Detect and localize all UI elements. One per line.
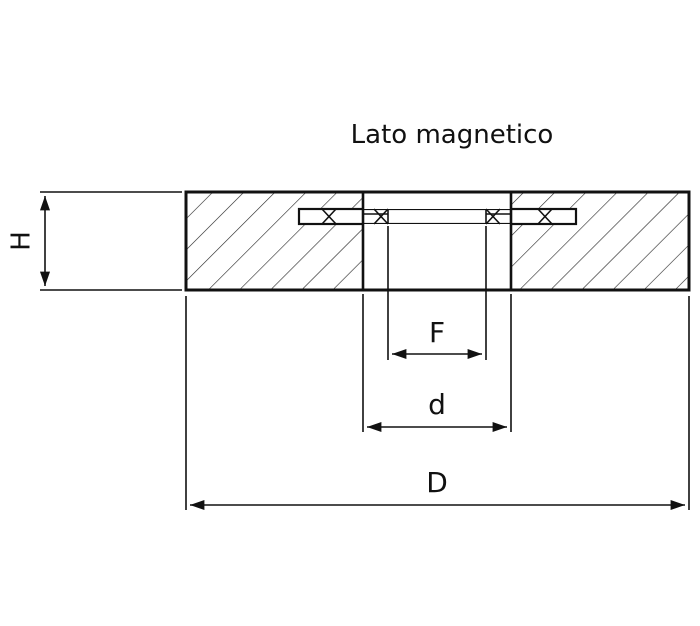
dimension-h-label: H: [7, 231, 37, 251]
magnet-cross-section: [184, 190, 691, 292]
dimension-f-label: F: [429, 316, 445, 349]
dimension-d-outer-label: D: [426, 466, 448, 499]
dimension-d-inner: [362, 294, 512, 433]
dimension-h: [39, 191, 182, 291]
drawing-title: Lato magnetico: [351, 120, 554, 150]
countersink-recess: [297, 207, 578, 226]
bore-top: [363, 192, 511, 209]
countersink-cone: [321, 208, 553, 225]
dimension-d-outer: [185, 296, 690, 511]
dimension-d-inner-label: d: [428, 388, 446, 421]
dimension-f: [387, 226, 487, 360]
left-section-hatch: [186, 192, 363, 290]
right-section-hatch: [511, 192, 689, 290]
bore-hole: [363, 224, 511, 290]
